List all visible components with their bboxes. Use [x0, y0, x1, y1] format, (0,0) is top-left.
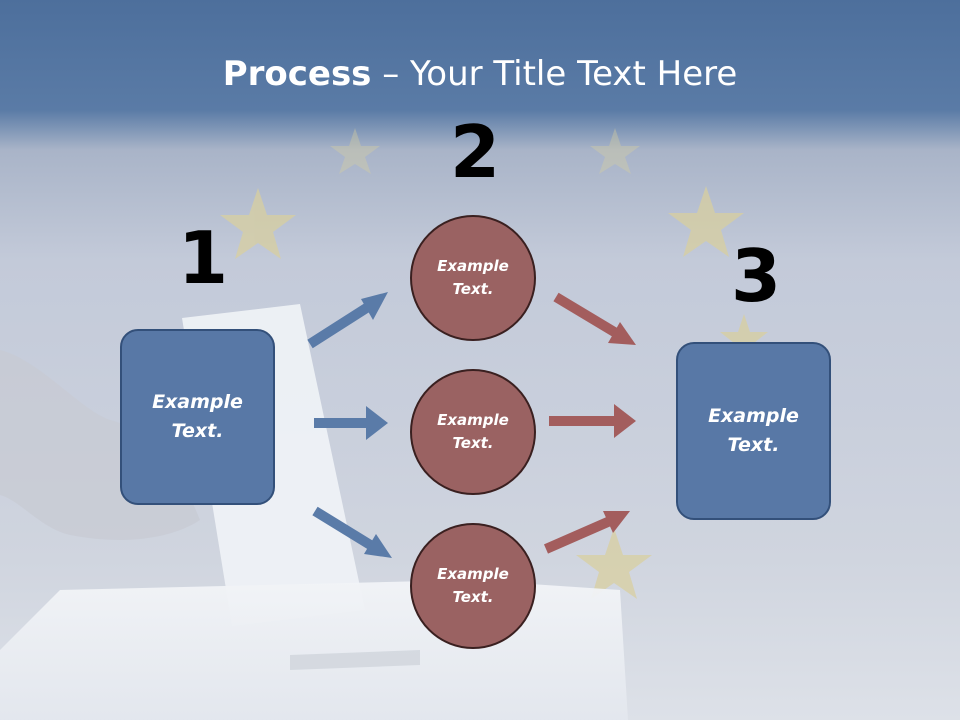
arrow-bottom-to-right [543, 511, 630, 554]
step-number-1: 1 [178, 216, 229, 300]
star-icon [720, 314, 768, 361]
star-icon [220, 188, 296, 259]
step-number-3: 3 [731, 234, 782, 318]
circle-top-text: Example Text. [437, 257, 509, 298]
right-box: Example Text. [676, 342, 831, 520]
left-box-text: Example Text. [152, 391, 243, 442]
title-rest: – Your Title Text Here [371, 54, 738, 94]
arrow-middle-to-right [549, 404, 636, 438]
star-icon [668, 186, 744, 257]
star-icon [330, 128, 380, 174]
circle-middle-text: Example Text. [437, 411, 509, 452]
arrow-top-to-right [553, 292, 636, 345]
circle-bottom-text: Example Text. [437, 565, 509, 606]
slide-title: Process – Your Title Text Here [0, 54, 960, 94]
star-decorations [220, 128, 768, 599]
circle-middle: Example Text. [410, 369, 536, 495]
step-number-2: 2 [450, 110, 501, 194]
arrow-left-to-top [307, 292, 388, 349]
arrow-left-to-middle [314, 406, 388, 440]
circle-top: Example Text. [410, 215, 536, 341]
arrow-left-to-bottom [312, 506, 392, 558]
star-icon [576, 528, 652, 599]
right-box-text: Example Text. [708, 405, 799, 456]
star-icon [590, 128, 640, 174]
left-box: Example Text. [120, 329, 275, 505]
title-bold: Process [222, 54, 372, 94]
circle-bottom: Example Text. [410, 523, 536, 649]
